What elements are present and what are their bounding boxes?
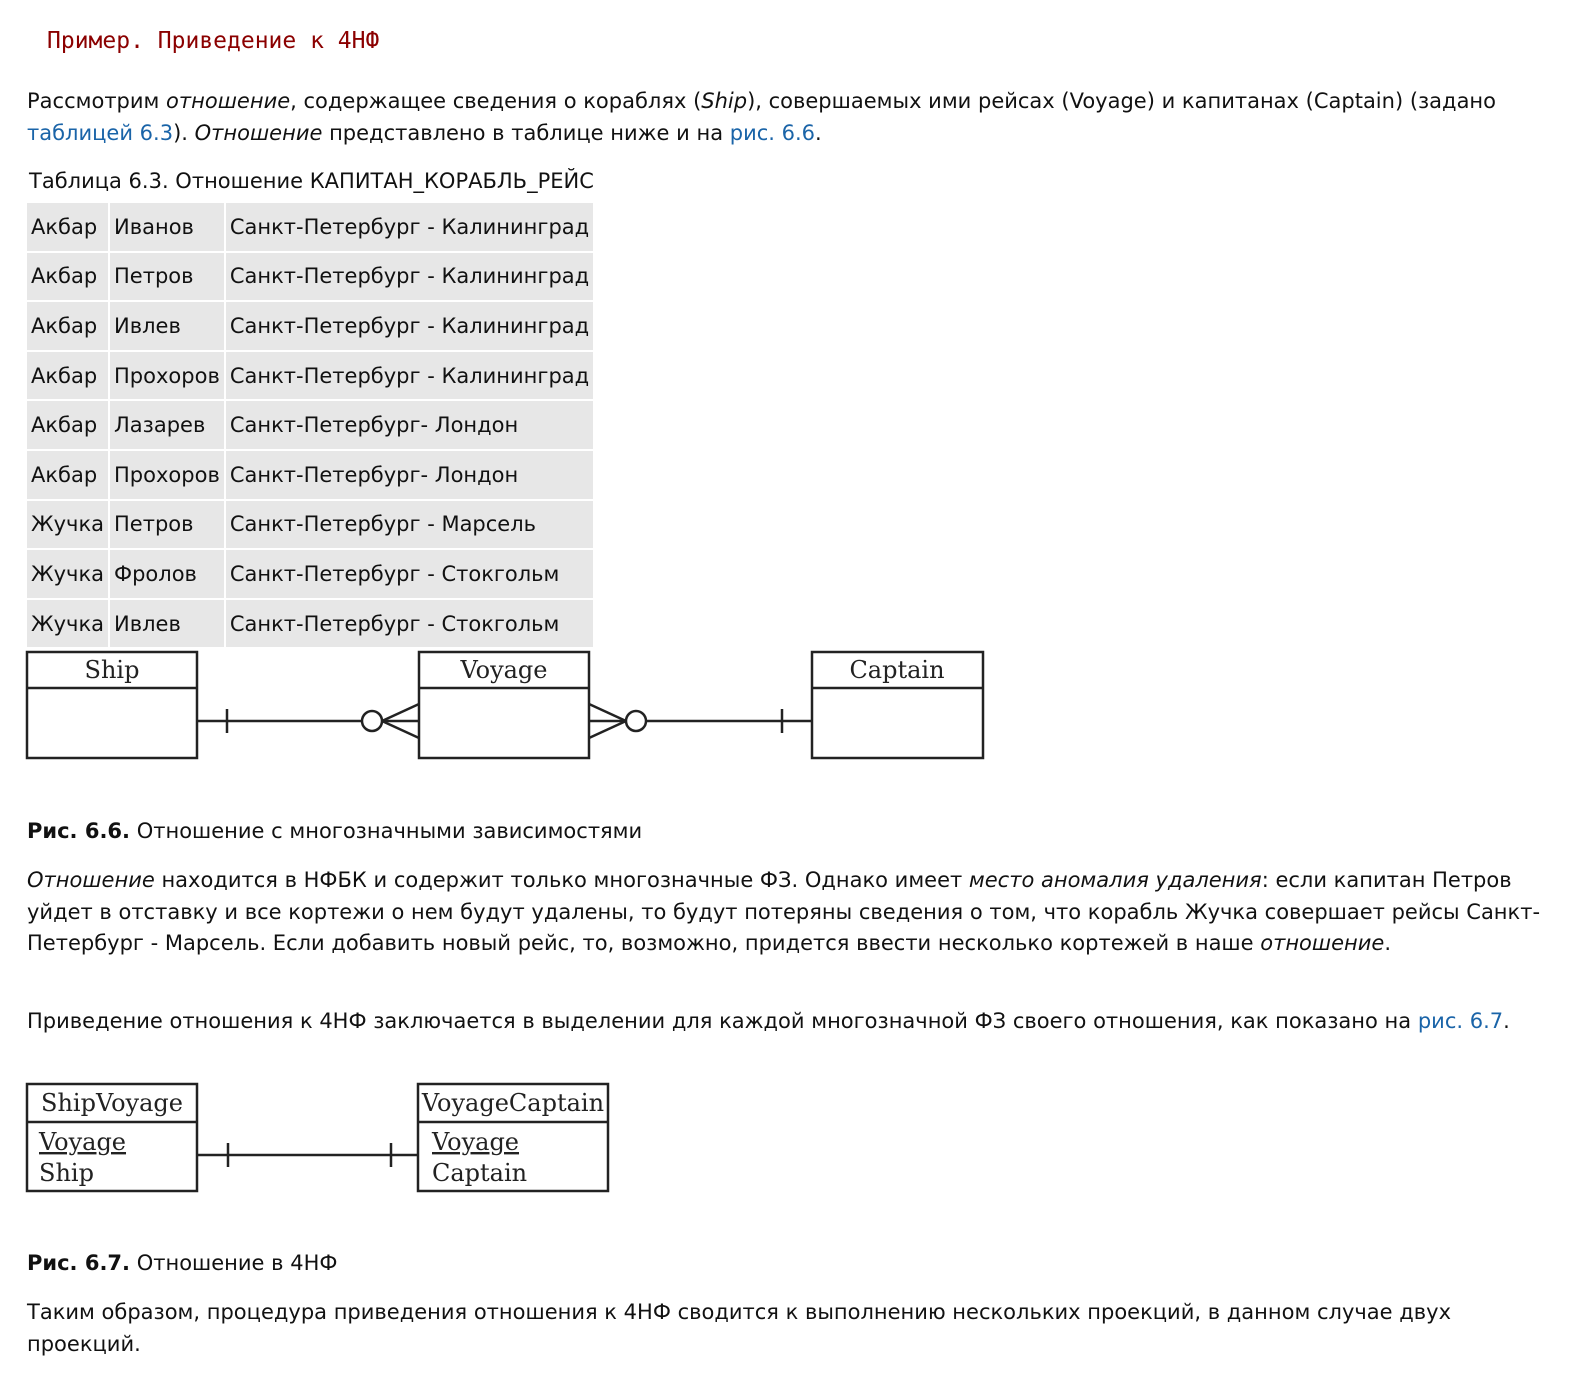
intro-text: Рассмотрим bbox=[27, 89, 167, 113]
ship-cell: Акбар bbox=[27, 401, 111, 451]
figure-title: Отношение в 4НФ bbox=[130, 1251, 338, 1275]
voyage-cell: Санкт-Петербург- Лондон bbox=[225, 450, 594, 501]
ship-cell: Акбар bbox=[27, 351, 111, 402]
intro-text: представлено в таблице ниже и на bbox=[322, 120, 730, 145]
attribute-voyage-key: Voyage bbox=[38, 1128, 126, 1156]
captain-cell: Лазарев bbox=[110, 401, 226, 451]
intro-text: . bbox=[815, 120, 822, 145]
entity-shipvoyage bbox=[25, 1082, 199, 1193]
term-relation: отношение bbox=[1260, 931, 1385, 955]
anomaly-paragraph: Отношение находится в НФБК и содержит то… bbox=[27, 865, 1557, 960]
attribute-ship: Ship bbox=[39, 1159, 94, 1187]
captain-cell: Прохоров bbox=[110, 450, 226, 501]
voyage-cell: Санкт-Петербург - Марсель bbox=[225, 500, 594, 551]
voyage-cell: Санкт-Петербург- Лондон bbox=[225, 401, 594, 451]
entity-captain-title: Captain bbox=[849, 656, 944, 684]
entity-voyagecaptain bbox=[416, 1082, 610, 1193]
figure-caption-6-7: Рис. 6.7. Отношение в 4НФ bbox=[27, 1248, 337, 1278]
entity-voyagecaptain-title: VoyageCaptain bbox=[421, 1089, 604, 1117]
intro-text: ). bbox=[173, 120, 195, 145]
page-heading: Пример. Приведение к 4НФ bbox=[47, 28, 380, 54]
intro-paragraph: Рассмотрим отношение, содержащее сведени… bbox=[27, 86, 1527, 149]
anomaly-text: : если капитан Петров уйдет в отставку и… bbox=[27, 868, 1541, 955]
table-caption: Таблица 6.3. Отношение КАПИТАН_КОРАБЛЬ_Р… bbox=[29, 169, 594, 193]
intro-text: , содержащее сведения о кораблях ( bbox=[290, 89, 702, 113]
ship-cell: Акбар bbox=[27, 450, 111, 501]
normalization-text: . bbox=[1503, 1009, 1510, 1033]
voyage-cell: Санкт-Петербург - Калининград bbox=[225, 302, 594, 352]
er-diagram-4nf-source: Ship Voyage Captain bbox=[25, 650, 985, 760]
figure-caption-6-6: Рис. 6.6. Отношение с многозначными зави… bbox=[27, 816, 642, 846]
term-relation: отношение bbox=[166, 89, 291, 113]
ship-cell: Жучка bbox=[27, 500, 111, 551]
captain-cell: Петров bbox=[110, 252, 226, 303]
link-table-6-3[interactable]: таблицей 6.3 bbox=[27, 120, 174, 145]
captain-cell: Петров bbox=[110, 500, 226, 551]
term-relation: Отношение bbox=[194, 120, 323, 145]
ship-cell: Жучка bbox=[27, 599, 111, 650]
entity-ship bbox=[25, 650, 199, 760]
ship-cell: Акбар bbox=[27, 252, 111, 303]
voyage-cell: Санкт-Петербург - Калининград bbox=[225, 252, 594, 303]
voyage-cell: Санкт-Петербург - Калининград bbox=[225, 203, 594, 253]
figure-title: Отношение с многозначными зависимостями bbox=[130, 819, 643, 843]
ship-cell: Акбар bbox=[27, 302, 111, 352]
normalization-text: Приведение отношения к 4НФ заключается в… bbox=[27, 1009, 1418, 1033]
relationship-shipvoyage-voyagecaptain bbox=[197, 1143, 418, 1167]
entity-ship-title: Ship bbox=[85, 656, 140, 684]
er-diagram-4nf-result: ShipVoyage Voyage Ship VoyageCaptain Voy… bbox=[25, 1082, 610, 1193]
captain-cell: Фролов bbox=[110, 550, 226, 600]
link-fig-6-7[interactable]: рис. 6.7 bbox=[1417, 1009, 1504, 1033]
entity-shipvoyage-title: ShipVoyage bbox=[41, 1089, 183, 1117]
term-ship: Ship bbox=[701, 89, 748, 113]
ship-cell: Акбар bbox=[27, 203, 111, 253]
entity-captain bbox=[810, 650, 985, 760]
voyage-cell: Санкт-Петербург - Стокгольм bbox=[225, 550, 594, 600]
term-deletion-anomaly: место аномалия удаления bbox=[968, 868, 1262, 892]
voyage-cell: Санкт-Петербург - Калининград bbox=[225, 351, 594, 402]
figure-number: Рис. 6.7. bbox=[27, 1251, 131, 1275]
link-fig-6-6[interactable]: рис. 6.6 bbox=[729, 120, 816, 145]
relationship-voyage-captain bbox=[588, 702, 812, 740]
attribute-voyage-key: Voyage bbox=[431, 1128, 519, 1156]
ship-cell: Жучка bbox=[27, 550, 111, 600]
captain-cell: Иванов bbox=[110, 203, 226, 253]
voyage-cell: Санкт-Петербург - Стокгольм bbox=[225, 599, 594, 650]
relationship-ship-voyage bbox=[197, 702, 420, 740]
entity-voyage-title: Voyage bbox=[459, 656, 547, 684]
captain-cell: Прохоров bbox=[110, 351, 226, 402]
attribute-captain: Captain bbox=[432, 1159, 527, 1187]
conclusion-paragraph: Таким образом, процедура приведения отно… bbox=[27, 1300, 1451, 1356]
captain-cell: Ивлев bbox=[110, 302, 226, 352]
captain-cell: Ивлев bbox=[110, 599, 226, 650]
intro-text: ), совершаемых ими рейсах (Voyage) и кап… bbox=[747, 89, 1497, 113]
term-relation: Отношение bbox=[27, 868, 155, 892]
anomaly-text: . bbox=[1384, 931, 1392, 955]
anomaly-text: находится в НФБК и содержит только много… bbox=[154, 868, 969, 892]
normalization-paragraph: Приведение отношения к 4НФ заключается в… bbox=[27, 1006, 1537, 1038]
figure-number: Рис. 6.6. bbox=[27, 819, 131, 843]
